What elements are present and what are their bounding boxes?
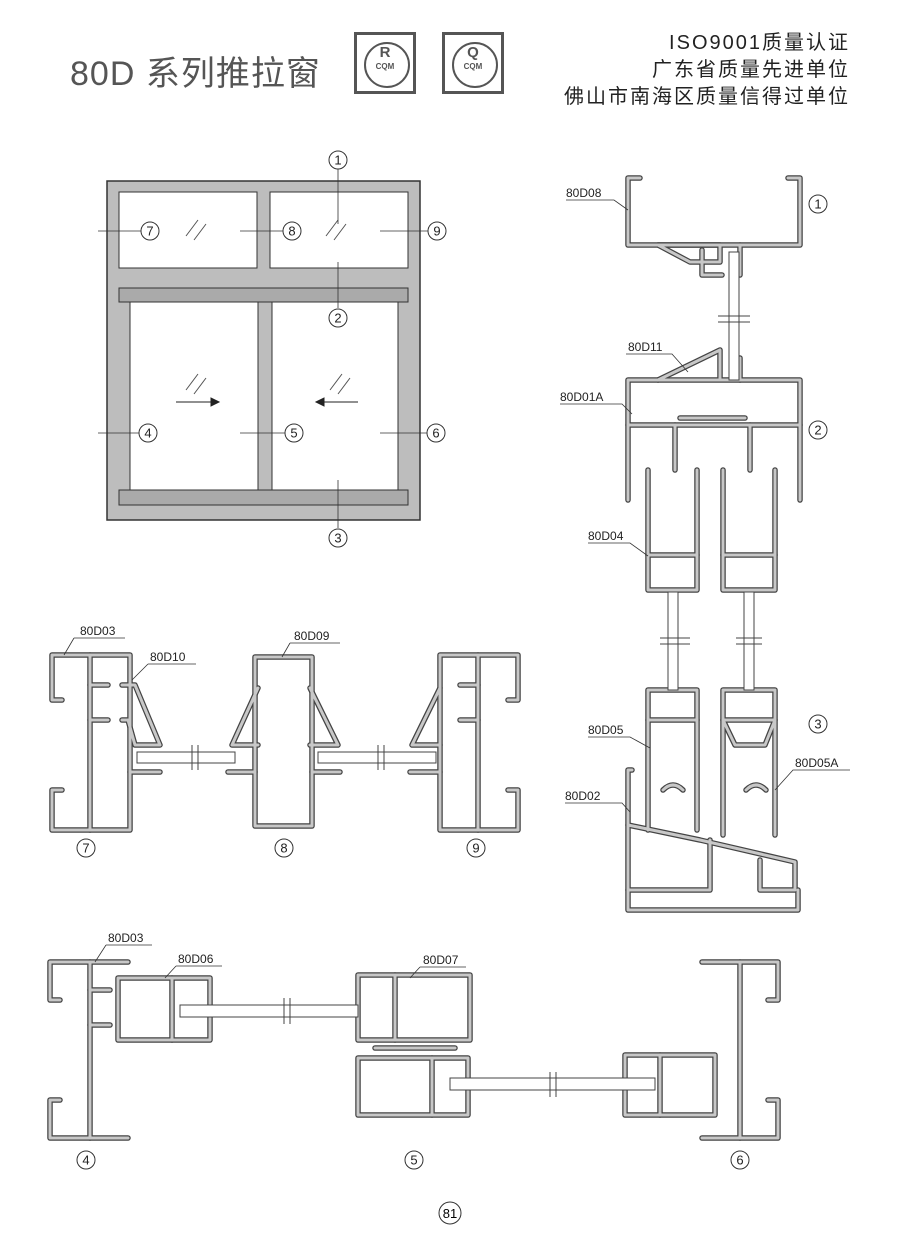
certification-iso9001: ISO9001质量认证 [669, 32, 850, 54]
part-label: 80D02 [565, 789, 601, 803]
callout-number: 8 [288, 224, 295, 239]
callout-number: 6 [736, 1153, 743, 1168]
certification-guangdong: 广东省质量先进单位 [652, 59, 850, 81]
callout-marker: 3 [808, 714, 828, 734]
callout-marker: 3 [328, 528, 348, 548]
callout-marker: 1 [328, 150, 348, 170]
part-label: 80D11 [628, 340, 663, 354]
callout-number: 3 [814, 717, 821, 732]
callout-marker: 4 [76, 1150, 96, 1170]
callout-marker: 6 [426, 423, 446, 443]
page-title: 80D 系列推拉窗 [70, 55, 321, 93]
callout-marker: 2 [328, 308, 348, 328]
callout-number: 7 [82, 841, 89, 856]
callout-number: 8 [280, 841, 287, 856]
callout-number: 6 [432, 426, 439, 441]
callout-number: 9 [472, 841, 479, 856]
part-label: 80D05 [588, 723, 624, 737]
callout-number: 1 [334, 153, 341, 168]
callout-marker: 5 [404, 1150, 424, 1170]
callout-number: 5 [410, 1153, 417, 1168]
part-label: 80D05A [795, 756, 838, 770]
part-label: 80D07 [423, 953, 459, 967]
part-label: 80D06 [178, 952, 214, 966]
callout-number: 2 [334, 311, 341, 326]
callout-marker: 6 [730, 1150, 750, 1170]
callout-number: 5 [290, 426, 297, 441]
callout-number: 9 [433, 224, 440, 239]
glass-hatch [185, 219, 351, 395]
callout-marker: 1 [808, 194, 828, 214]
glass-breaks [192, 316, 752, 1087]
callout-number: 4 [144, 426, 151, 441]
callout-marker: 9 [427, 221, 447, 241]
callout-marker: 7 [140, 221, 160, 241]
callout-number: 4 [82, 1153, 89, 1168]
callout-number: 2 [814, 423, 821, 438]
callout-number: 1 [814, 197, 821, 212]
slide-arrows [176, 397, 358, 407]
part-label: 80D04 [588, 529, 624, 543]
callout-marker: 8 [282, 221, 302, 241]
callout-marker: 4 [138, 423, 158, 443]
part-label: 80D08 [566, 186, 602, 200]
callout-number: 7 [146, 224, 153, 239]
certification-foshan: 佛山市南海区质量信得过单位 [564, 86, 850, 108]
callout-marker: 9 [466, 838, 486, 858]
part-label: 80D03 [80, 624, 116, 638]
callout-marker: 2 [808, 420, 828, 440]
break-marks [191, 315, 762, 1097]
callout-marker: 8 [274, 838, 294, 858]
part-label: 80D10 [150, 650, 186, 664]
part-label: 80D03 [108, 931, 144, 945]
part-label: 80D01A [560, 390, 603, 404]
callout-marker: 7 [76, 838, 96, 858]
callout-marker: 5 [284, 423, 304, 443]
window-elevation [98, 168, 429, 528]
part-label: 80D09 [294, 629, 330, 643]
callout-number: 3 [334, 531, 341, 546]
svg-text:81: 81 [443, 1206, 457, 1221]
page-number: 81 [438, 1201, 462, 1225]
